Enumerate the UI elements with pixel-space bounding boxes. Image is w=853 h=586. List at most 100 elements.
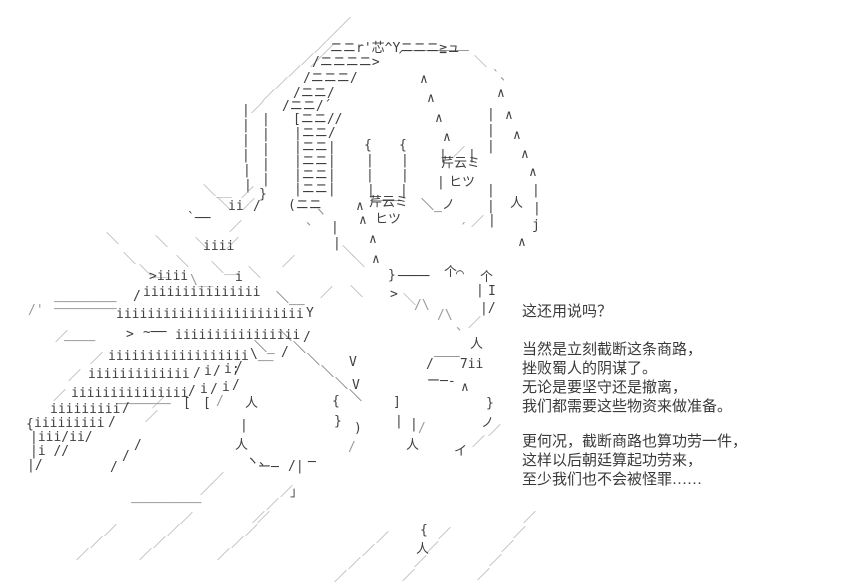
aa-fragment: ＼__ <box>203 184 232 199</box>
aa-fragment: iiiiiiiiiiiiiii <box>143 285 261 300</box>
aa-fragment: |i // <box>30 444 70 459</box>
aa-fragment: iiiiiiiiiiiiiiiiii <box>108 349 249 364</box>
aa-fragment: 个 <box>444 265 458 280</box>
aa-fragment: ／ <box>310 55 324 70</box>
aa-fragment: ∧ <box>443 130 451 145</box>
aa-fragment: | <box>532 183 540 198</box>
aa-fragment: | <box>242 148 250 163</box>
aa-fragment: 人 <box>510 196 524 211</box>
aa-fragment: ／ <box>523 511 537 526</box>
aa-fragment: ＼ <box>106 232 120 247</box>
aa-fragment: ／ <box>245 524 259 539</box>
aa-fragment: ／ <box>362 544 376 559</box>
aa-fragment: ／ <box>76 548 90 563</box>
aa-fragment: ´ <box>459 222 467 237</box>
aa-fragment: ＼ <box>123 252 137 267</box>
aa-fragment: ∧ <box>521 147 529 162</box>
aa-fragment: ∧ <box>427 91 435 106</box>
aa-fragment: ＼ <box>307 353 321 368</box>
aa-fragment: |iii/ii/ <box>30 430 93 445</box>
aa-fragment: | <box>243 163 251 178</box>
aa-fragment: | <box>242 118 250 133</box>
aa-fragment: } <box>486 396 494 411</box>
aa-fragment: ／ <box>266 498 280 513</box>
aa-fragment: ／ <box>489 554 503 569</box>
aa-fragment: ／ <box>53 389 67 404</box>
aa-fragment: 」 <box>290 485 304 500</box>
aa-fragment: | <box>366 168 374 183</box>
aa-fragment: / <box>232 378 240 393</box>
aa-fragment: >iiii <box>149 269 189 284</box>
aa-fragment: ／ <box>314 41 328 56</box>
aa-fragment: イ <box>454 444 468 459</box>
aa-fragment: iiiiiiiiiiiiiiiiiiiiiiii <box>116 307 304 322</box>
aa-fragment: ー─‐ <box>427 374 456 389</box>
aa-fragment: `── <box>187 211 211 226</box>
aa-fragment: ／ <box>104 524 118 539</box>
aa-fragment: | <box>401 168 409 183</box>
aa-fragment: | <box>395 414 403 429</box>
aa-fragment: iiiiiiiiiiiii <box>88 367 190 382</box>
dialogue-line: 我们都需要这些物资来做准备。 <box>522 399 733 415</box>
dialogue-paragraph: 当然是立刻截断这条商路，挫败蜀人的阴谋了。无论是要坚守还是撤离，我们都需要这些物… <box>522 341 732 417</box>
aa-fragment: |ニニ/ <box>294 126 336 141</box>
aa-fragment: ＼ <box>279 329 293 344</box>
aa-fragment: ∧ <box>369 232 377 247</box>
aa-fragment: ヽ、 <box>246 454 273 469</box>
aa-fragment: |/ <box>27 458 43 473</box>
aa-fragment: ／ <box>55 330 69 345</box>
aa-fragment: iiiiiiiii <box>34 416 105 431</box>
aa-fragment: ／ <box>241 186 255 201</box>
aa-fragment: | <box>240 418 248 433</box>
aa-fragment: / <box>193 366 201 381</box>
aa-fragment: V <box>349 355 357 370</box>
aa-fragment: ＼__ <box>211 261 240 276</box>
dialogue-line: 至少我们也不会被怪罪…… <box>522 472 703 488</box>
aa-fragment: ＼ <box>350 285 364 300</box>
aa-fragment: ／ <box>472 435 486 450</box>
aa-fragment: 人 <box>235 438 249 453</box>
aa-fragment: ／ <box>426 541 440 556</box>
aa-fragment: / <box>210 382 218 397</box>
aa-fragment: ＼ <box>403 293 417 308</box>
dialogue-line: 更何况，截断商路也算功劳一件， <box>522 434 748 450</box>
aa-fragment: I <box>488 284 496 299</box>
aa-fragment: 、 <box>456 319 470 334</box>
dialogue-line: 当然是立刻截断这条商路， <box>522 342 703 358</box>
aa-fragment: } <box>334 414 342 429</box>
aa-fragment: /ニニ/´ <box>282 99 332 114</box>
aa-fragment: ／ <box>231 536 245 551</box>
aa-fragment: ／ <box>242 198 256 213</box>
aa-fragment: ________ <box>54 288 117 303</box>
aa-fragment: 芹云ミ <box>441 156 481 171</box>
aa-fragment: ∧ <box>529 165 537 180</box>
aa-fragment: ／ <box>320 286 334 301</box>
aa-fragment: /' <box>28 303 44 318</box>
aa-fragment: | <box>533 201 541 216</box>
aa-fragment: ／ <box>282 255 296 270</box>
aa-fragment: | <box>487 123 495 138</box>
aa-fragment: { <box>420 523 428 538</box>
aa-fragment: { <box>364 138 372 153</box>
aa-fragment: | <box>468 148 476 163</box>
aa-fragment: | <box>439 148 447 163</box>
aa-fragment: ／ <box>488 424 502 439</box>
aa-fragment: iiiiiiiiiiiiiiii <box>175 328 301 343</box>
aa-fragment: ∧ <box>372 252 380 267</box>
aa-fragment: ／ <box>468 316 482 331</box>
aa-fragment: j <box>532 218 540 233</box>
aa-fragment: ／ <box>251 101 265 116</box>
aa-fragment: ／ <box>226 237 240 252</box>
aa-fragment: ________ <box>54 295 117 310</box>
aa-fragment: | <box>487 107 495 122</box>
aa-fragment: ∧ <box>420 72 428 87</box>
aa-fragment: ＼ <box>155 235 169 250</box>
aa-fragment: ／ <box>501 540 515 555</box>
aa-fragment: ／ <box>280 485 294 500</box>
aa-fragment: ／ <box>180 512 194 527</box>
aa-fragment: 芹云ミ <box>369 195 409 210</box>
aa-fragment: | <box>244 178 252 193</box>
aa-fragment: /ニニニニ> <box>312 55 380 70</box>
aa-fragment: { <box>332 394 340 409</box>
